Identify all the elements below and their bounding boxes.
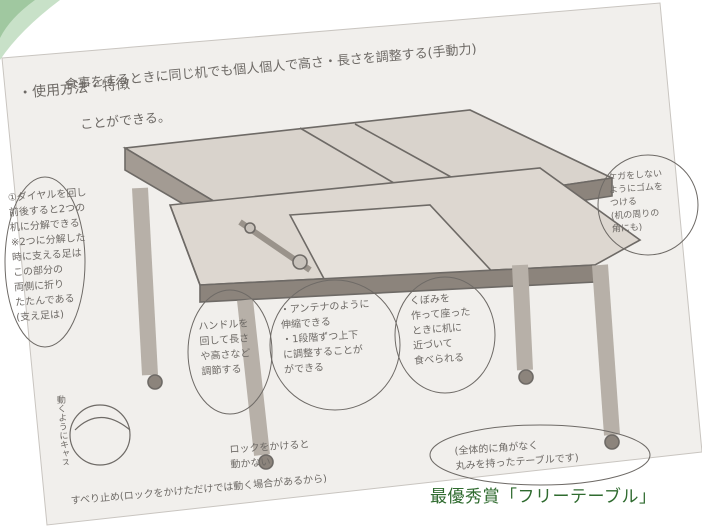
note-dial: ①ダイヤルを回し 前後すると2つの 机に分解できる ※2つに分解した 時に支える…	[7, 187, 87, 324]
note-lock: ロックをかけると 動かない	[229, 439, 310, 471]
table-sketch	[4, 109, 699, 486]
note-corner: ケガをしない ようにゴムを つける (机の周りの 角にも)	[607, 169, 664, 235]
handle-crank	[238, 219, 312, 273]
wheel-caster	[147, 369, 620, 470]
note-dent: くぼみを 作って座った ときに机に 近づいて 食べられる	[409, 293, 471, 367]
leaf-decoration	[0, 0, 60, 60]
note-antenna: ・アンテナのように 伸縮できる ・1段階ずつ上下 に調整することが ができる	[279, 298, 370, 377]
note-handle: ハンドルを 回して長さ や高さなど 調節する	[198, 318, 251, 378]
award-caption: 最優秀賞「フリーテーブル」	[430, 487, 657, 507]
